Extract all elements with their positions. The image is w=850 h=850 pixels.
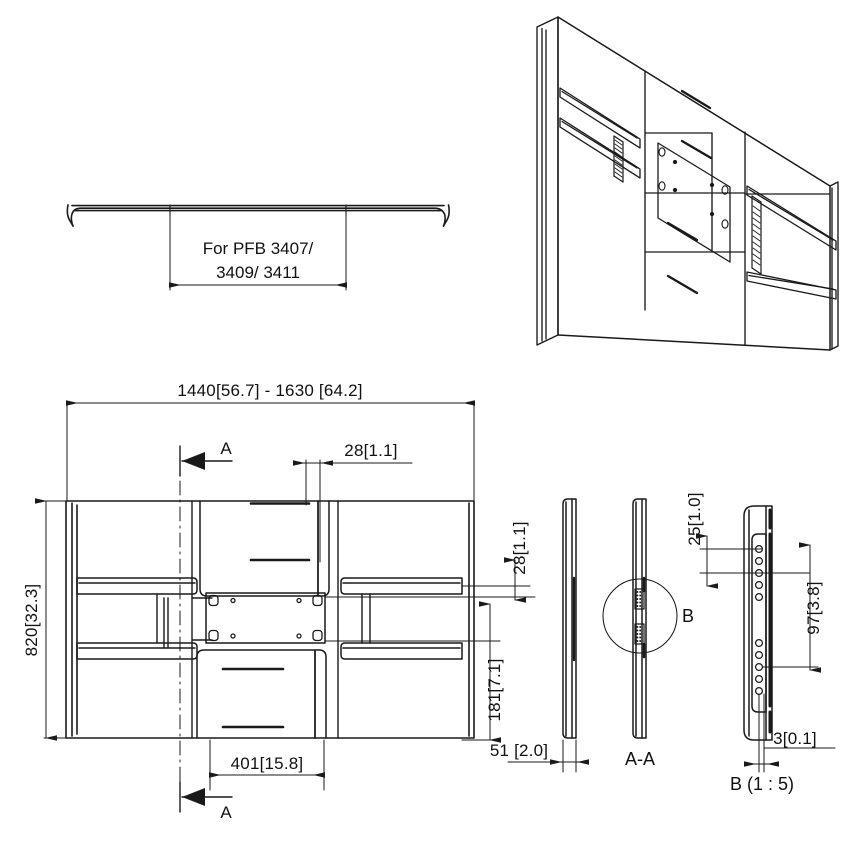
section-aa-hole-block (634, 588, 645, 645)
section-arrow-label-bottom: A (220, 803, 232, 822)
front-right-small-dimension-text: 28[1.1] (510, 521, 529, 574)
front-view-center-plate-holes (208, 594, 323, 642)
front-view-panel-divisions (191, 500, 339, 739)
side-view-thickness-dimension (507, 739, 589, 773)
front-view-body-outline (65, 500, 475, 739)
front-view-left-arm-connector (156, 593, 169, 649)
detail-b-spacing-dimension-text: 97[3.8] (804, 581, 823, 634)
isometric-center-plate-holes (658, 147, 729, 229)
front-width-dimension-text: 1440[56.7] - 1630 [64.2] (177, 381, 362, 400)
detail-b-top-dimension-text: 25[1.0] (685, 492, 704, 545)
isometric-bar-upper-left (559, 87, 641, 179)
detail-b-spacing-dimension (762, 542, 821, 673)
front-view-height-dimension (35, 498, 131, 741)
detail-b-top-dimension (696, 533, 811, 589)
front-view-right-arm-bars (340, 577, 463, 660)
front-view-width-dimension (66, 400, 475, 501)
side-thickness-dimension-text: 51 [2.0] (490, 741, 548, 760)
section-aa-hole-dots (636, 591, 642, 642)
isometric-connector-left-serration (614, 139, 623, 178)
front-view-top-offset-dimension (293, 459, 413, 563)
detail-b-hole-column-lower (754, 638, 764, 696)
front-view-right-dimensions (324, 557, 536, 743)
front-view-left-arm-bars (76, 577, 198, 660)
front-height-dimension-text: 820[32.3] (22, 584, 41, 657)
isometric-geometry (536, 16, 839, 351)
isometric-slot-marks (666, 89, 713, 295)
detail-b-thickness-dimension (744, 693, 836, 773)
detail-b-geometry (743, 505, 773, 741)
front-right-large-dimension-text: 181[7.1] (485, 658, 504, 721)
front-view-upper-slide-panel (199, 500, 330, 597)
top-profile-geometry (66, 204, 450, 227)
section-arrow-label-top: A (220, 439, 232, 458)
front-view-right-arm-connector (361, 593, 371, 644)
detail-b-thickness-dimension-text: 3[0.1] (773, 729, 817, 748)
isometric-connector-left (613, 135, 624, 183)
front-view-bottom-dimension (209, 739, 325, 791)
front-view-center-plate (205, 592, 326, 644)
isometric-bar-lower-right (746, 185, 837, 300)
front-top-offset-dimension-text: 28[1.1] (344, 441, 397, 460)
isometric-center-plate (657, 142, 731, 263)
side-view-geometry (562, 498, 577, 739)
detail-circle-label-b: B (682, 606, 694, 626)
detail-b-label: B (1 : 5) (730, 774, 794, 794)
profile-note-line2: 3409/ 3411 (216, 263, 300, 282)
top-profile-note-dimension (169, 211, 347, 291)
isometric-connector-right (751, 195, 762, 275)
front-view-slot-marks (221, 502, 311, 729)
profile-note-line1: For PFB 3407/ (203, 239, 314, 258)
section-aa-detail-circle (602, 578, 678, 654)
section-aa-geometry (632, 498, 647, 739)
isometric-connector-right-serration (752, 205, 761, 266)
front-view-lower-slide-panel (196, 649, 327, 739)
section-aa-label: A-A (625, 749, 655, 769)
front-bottom-dimension-text: 401[15.8] (231, 754, 304, 773)
